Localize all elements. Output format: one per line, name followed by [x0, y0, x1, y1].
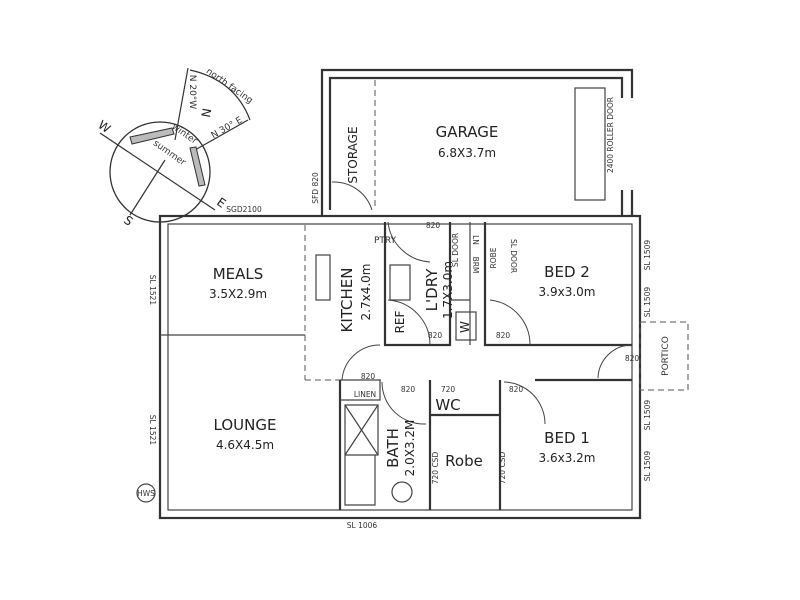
- linen-cupboard-label: LN: [471, 235, 480, 245]
- bed2-size: 3.9x3.0m: [539, 285, 596, 299]
- sl-right-1: SL 1509: [643, 240, 652, 271]
- compass-north-facing: north facing: [204, 67, 254, 106]
- kitchen-size: 2.7x4.0m: [359, 264, 373, 321]
- laundry-size: 1.7X3.0m: [441, 261, 455, 319]
- compass-north: N: [198, 107, 213, 118]
- roller-door-label: 2400 ROLLER DOOR: [606, 97, 615, 173]
- compass-summer: summer: [151, 139, 187, 169]
- sl-right-2: SL 1509: [643, 287, 652, 318]
- room-labels: MEALS 3.5X2.9m LOUNGE 4.6X4.5m BED 2 3.9…: [209, 233, 671, 476]
- pantry-label: PTRY: [374, 236, 397, 246]
- lounge-size: 4.6X4.5m: [216, 438, 274, 452]
- portico-label: PORTICO: [661, 336, 671, 376]
- garage: GARAGE 6.8X3.7m STORAGE 2400 ROLLER DOOR…: [311, 68, 634, 216]
- robe1-label: Robe: [445, 452, 483, 470]
- door-820-entry: 820: [625, 354, 640, 363]
- kitchen-label: KITCHEN: [338, 268, 356, 333]
- garage-size: 6.8X3.7m: [438, 146, 496, 160]
- sgd-label: SGD2100: [226, 205, 262, 214]
- door-820-bed1: 820: [509, 385, 524, 394]
- door-820-linen: 820: [361, 372, 376, 381]
- door-820-bed2: 820: [496, 331, 511, 340]
- door-820-bath: 820: [401, 385, 416, 394]
- meals-label: MEALS: [213, 265, 264, 283]
- linen-label: LINEN: [354, 390, 376, 399]
- wc-label: WC: [435, 396, 460, 414]
- bed1-size: 3.6x3.2m: [539, 451, 596, 465]
- house-walls: [158, 214, 689, 520]
- sl-left-top: SL 1521: [148, 275, 157, 306]
- dimension-labels: SGD2100 SL 1521 SL 1521 SL 1006 SL 1509 …: [136, 205, 652, 530]
- sl-right-4: SL 1509: [643, 451, 652, 482]
- bath-size: 2.0X3.2M: [403, 420, 417, 477]
- meals-size: 3.5X2.9m: [209, 287, 267, 301]
- broom-label: BRM: [471, 257, 480, 274]
- fridge-label: REF: [393, 310, 407, 333]
- compass-south: S: [121, 213, 135, 229]
- washer-label: W: [458, 321, 472, 333]
- lounge-label: LOUNGE: [214, 416, 277, 434]
- laundry-sl-door: SL DOOR: [451, 233, 460, 267]
- robe2-label: ROBE: [489, 247, 498, 268]
- sl-left-bottom: SL 1521: [148, 415, 157, 446]
- bed1-label: BED 1: [544, 429, 590, 447]
- compass-n20w: N 20°W: [187, 75, 197, 110]
- door-820-laundry-top: 820: [426, 221, 441, 230]
- csd-right: 720 CSD: [498, 452, 507, 485]
- sl-right-3: SL 1509: [643, 400, 652, 431]
- csd-left: 720 CSD: [431, 452, 440, 485]
- storage-label: STORAGE: [346, 126, 360, 183]
- bath-label: BATH: [384, 428, 402, 468]
- sfd-label: SFD 820: [311, 172, 320, 204]
- door-720-wc: 720: [441, 385, 456, 394]
- sl-bottom: SL 1006: [347, 521, 378, 530]
- robe2-sl-door: SL DOOR: [509, 239, 518, 273]
- compass-n30e: N 30° E: [210, 115, 245, 141]
- compass-west: W: [95, 118, 113, 136]
- bed2-label: BED 2: [544, 263, 590, 281]
- door-820-laundry: 820: [428, 331, 443, 340]
- hws-icon: [136, 483, 156, 503]
- laundry-label: L'DRY: [423, 268, 441, 311]
- garage-label: GARAGE: [436, 123, 499, 141]
- hws-label: HWS: [137, 489, 155, 498]
